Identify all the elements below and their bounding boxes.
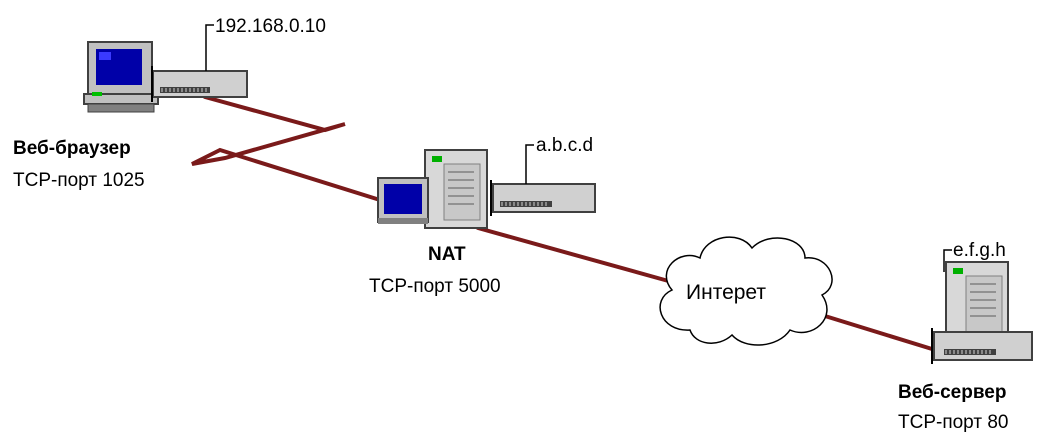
server-port-label: TCP-порт 80 [898, 412, 1008, 433]
client-name-label: Веб-браузер [13, 138, 131, 159]
server-name-label: Веб-сервер [898, 382, 1006, 403]
nat-ip-label: a.b.c.d [536, 135, 593, 156]
server-with-monitor-icon [377, 149, 488, 229]
network-card-icon [151, 66, 248, 102]
nat-network-card-icon [490, 180, 596, 216]
workstation-icon [83, 41, 159, 113]
network-links [191, 95, 934, 351]
link-client-to-nat [191, 95, 382, 202]
server-ip-leader [943, 249, 952, 272]
client-port-label: TCP-порт 1025 [13, 170, 145, 191]
internet-label: Интерет [686, 281, 766, 304]
nat-name-label: NAT [428, 244, 466, 265]
link-nat-to-internet [476, 226, 674, 284]
link-internet-to-server [810, 310, 934, 351]
client-ip-label: 192.168.0.10 [215, 16, 326, 37]
client-ip-leader [205, 24, 214, 71]
server-network-card-icon [931, 328, 1033, 364]
server-tower-icon [945, 261, 1009, 345]
server-ip-label: e.f.g.h [953, 240, 1006, 261]
nat-port-label: TCP-порт 5000 [369, 276, 501, 297]
cloud-icon [659, 236, 833, 346]
nat-ip-leader [525, 144, 534, 184]
